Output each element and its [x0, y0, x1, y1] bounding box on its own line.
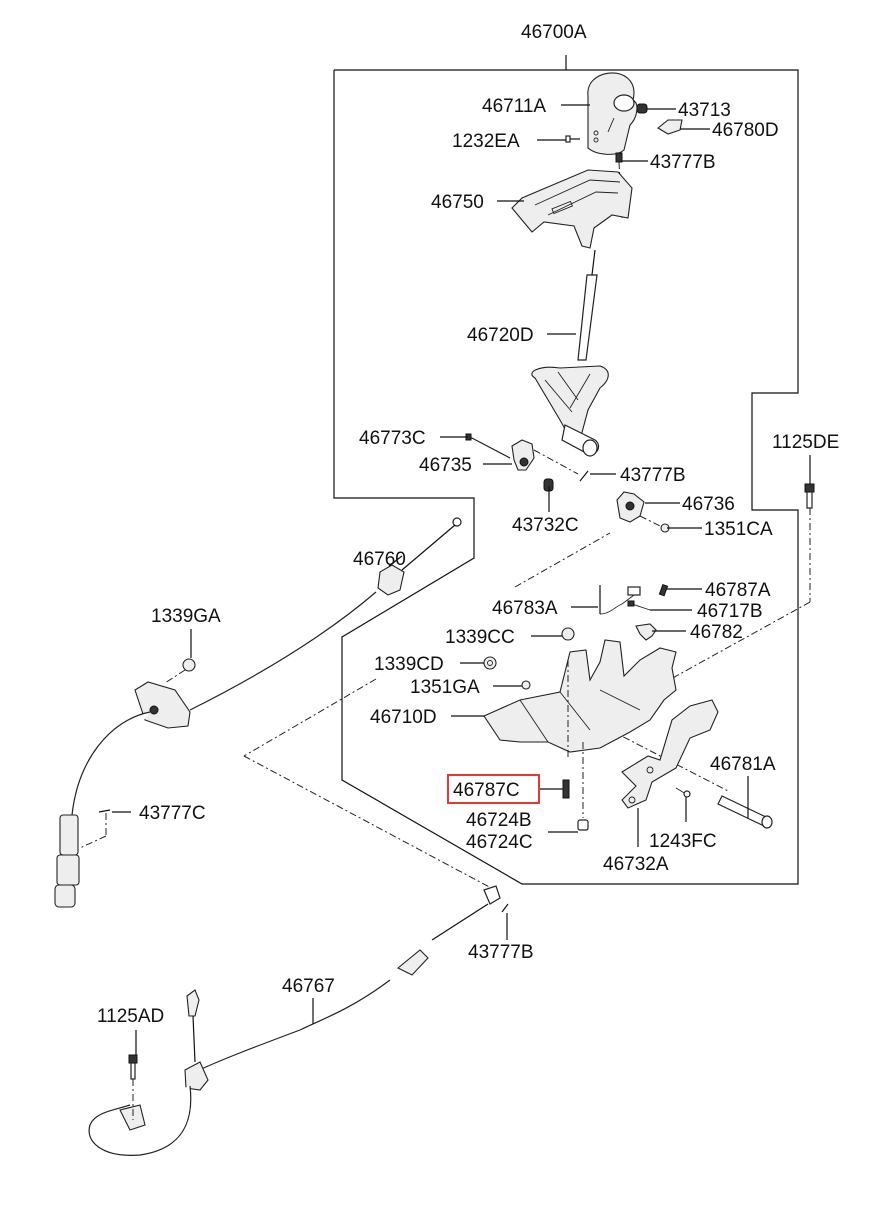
bolt-46787C[interactable] [562, 779, 570, 799]
label-1339CC[interactable]: 1339CC [445, 627, 515, 648]
bolt-1125AD[interactable] [128, 1054, 138, 1120]
label-46780D[interactable]: 46780D [712, 120, 779, 141]
label-46711A[interactable]: 46711A [482, 96, 546, 117]
label-1125DE[interactable]: 1125DE [772, 432, 839, 453]
label-46724C[interactable]: 46724C [466, 832, 533, 853]
nut-1351GA[interactable] [521, 680, 531, 690]
nut-1339CC[interactable] [561, 627, 575, 641]
label-46736[interactable]: 46736 [682, 494, 735, 515]
actuator-46736[interactable] [616, 491, 663, 528]
label-46787A[interactable]: 46787A [705, 580, 771, 601]
label-46700A[interactable]: 46700A [521, 22, 587, 43]
clip-43777C[interactable] [79, 809, 111, 849]
pad-46724[interactable] [577, 819, 589, 831]
clip-43777B-bot[interactable] [501, 903, 509, 913]
label-43713[interactable]: 43713 [678, 100, 731, 121]
clip-46782[interactable] [635, 623, 657, 641]
screw-46787A[interactable] [658, 583, 669, 597]
label-1339GA[interactable]: 1339GA [151, 606, 221, 627]
label-46724B[interactable]: 46724B [466, 810, 532, 831]
label-46732A[interactable]: 46732A [603, 854, 669, 875]
cable-46760[interactable] [54, 517, 462, 908]
label-46782[interactable]: 46782 [690, 622, 743, 643]
leader-lines [112, 104, 811, 1055]
screw-1232EA[interactable] [565, 135, 580, 143]
shaft-46773C[interactable] [465, 433, 511, 459]
base-bracket-46710D[interactable] [483, 639, 677, 818]
spring-46717B[interactable] [627, 600, 651, 611]
label-46773C[interactable]: 46773C [359, 428, 426, 449]
label-1351CA[interactable]: 1351CA [704, 519, 773, 540]
grommet-1339GA[interactable] [164, 658, 196, 684]
bolt-1125DE[interactable] [659, 483, 815, 686]
label-1243FC[interactable]: 1243FC [649, 831, 717, 852]
bracket-46735[interactable] [511, 439, 579, 475]
label-46717B[interactable]: 46717B [697, 601, 763, 622]
assembly-boundary [333, 55, 799, 885]
label-1232EA[interactable]: 1232EA [452, 131, 520, 152]
label-46760[interactable]: 46760 [353, 549, 406, 570]
switch-46783A[interactable] [599, 585, 641, 615]
spring-43713[interactable] [636, 103, 648, 114]
label-46750[interactable]: 46750 [431, 192, 484, 213]
label-46781A[interactable]: 46781A [710, 754, 776, 775]
label-46787C[interactable]: 46787C [453, 780, 520, 801]
shift-knob[interactable] [587, 72, 638, 155]
reference-lines [243, 532, 731, 891]
pin-46781A[interactable] [717, 795, 773, 829]
indicator-46750[interactable] [511, 169, 633, 249]
label-43777B-top[interactable]: 43777B [650, 152, 716, 173]
label-43732C[interactable]: 43732C [512, 515, 579, 536]
pin-43777B-mid[interactable] [579, 470, 589, 482]
label-1351GA[interactable]: 1351GA [410, 677, 480, 698]
label-43777C[interactable]: 43777C [139, 803, 206, 824]
plate-46732A[interactable] [621, 699, 719, 809]
label-43777B-mid[interactable]: 43777B [620, 465, 686, 486]
part-labels: 46700A 46711A 43713 1232EA 46780D 43777B… [97, 22, 839, 1027]
bushing-1339CD[interactable] [483, 656, 497, 670]
lever-46720D[interactable] [531, 249, 609, 457]
label-46720D[interactable]: 46720D [467, 325, 534, 346]
label-1125AD[interactable]: 1125AD [97, 1006, 164, 1027]
cable-46767[interactable] [88, 885, 501, 1156]
button-46780D[interactable] [657, 119, 683, 135]
label-46767[interactable]: 46767 [282, 976, 335, 997]
label-43777B-bot[interactable]: 43777B [468, 942, 534, 963]
label-46783A[interactable]: 46783A [492, 598, 558, 619]
label-46710D[interactable]: 46710D [370, 707, 437, 728]
label-1339CD[interactable]: 1339CD [374, 654, 444, 675]
screw-1243FC[interactable] [675, 787, 691, 798]
label-46735[interactable]: 46735 [419, 455, 472, 476]
highlight-box [447, 774, 540, 804]
